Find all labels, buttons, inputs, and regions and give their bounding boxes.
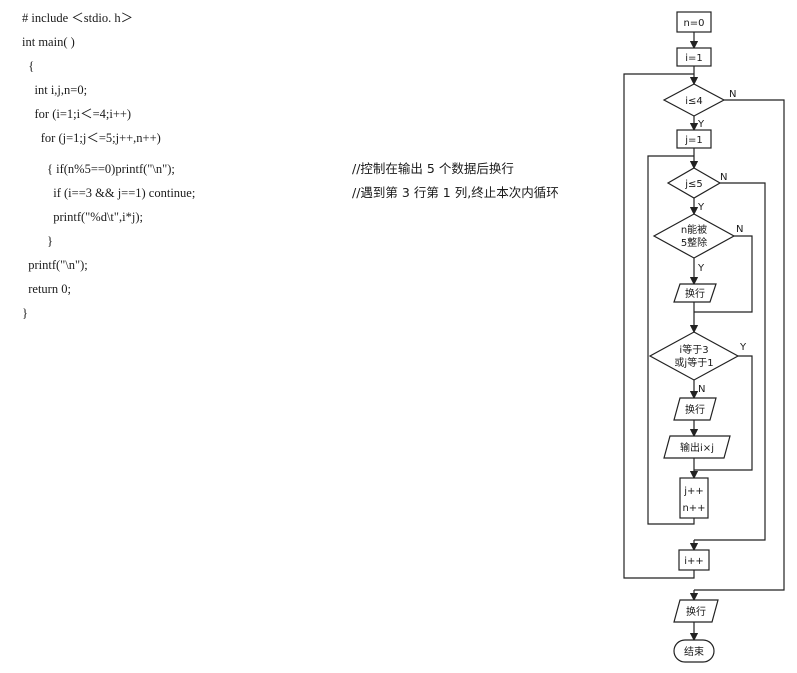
svg-text:输出i×j: 输出i×j	[680, 441, 714, 454]
code-line-inner-for: for (j=1;j＜=5;j++,n++)	[22, 131, 161, 145]
flow-init-i: i=1	[676, 47, 712, 67]
svg-text:j++: j++	[683, 486, 704, 497]
code-line-printf: printf("%d\t",i*j);	[22, 210, 143, 224]
svg-text:i≤4: i≤4	[685, 96, 703, 107]
flow-label-skip-no: N	[698, 384, 705, 395]
svg-text:或j等于1: 或j等于1	[674, 356, 713, 369]
flow-end: 结束	[673, 639, 715, 663]
svg-text:i++: i++	[684, 556, 704, 567]
flow-connectors	[623, 32, 785, 642]
code-line-return: return 0;	[22, 282, 71, 296]
svg-text:n=0: n=0	[683, 18, 704, 29]
flow-label-skip-yes: Y	[739, 342, 747, 353]
svg-text:n++: n++	[682, 503, 705, 514]
svg-text:j≤5: j≤5	[684, 179, 703, 190]
svg-text:i等于3: i等于3	[679, 343, 708, 356]
svg-text:i=1: i=1	[685, 53, 703, 64]
code-line-outer-for: for (i=1;i＜=4;i++)	[22, 107, 132, 121]
code-line-include: # include ＜stdio. h＞	[22, 11, 134, 25]
flow-newline-final: 换行	[673, 599, 719, 623]
svg-text:换行: 换行	[686, 605, 706, 618]
code-line-if-newline: { if(n%5==0)printf("\n");	[22, 162, 175, 176]
svg-text:结束: 结束	[684, 645, 704, 658]
flow-cond-divisible: n能被 5整除	[652, 213, 736, 259]
flow-output: 输出i×j	[663, 435, 731, 459]
svg-text:j=1: j=1	[684, 135, 703, 146]
code-line-main: int main( )	[22, 35, 75, 49]
svg-text:换行: 换行	[685, 287, 705, 300]
flow-label-div-yes: Y	[697, 263, 705, 274]
flow-cond-j: j≤5	[666, 167, 722, 199]
flow-init-n: n=0	[676, 11, 712, 33]
flow-label-i-no: N	[729, 89, 736, 100]
code-line-close-inner: }	[22, 234, 53, 248]
flow-label-j-no: N	[720, 172, 727, 183]
code-line-close-brace: }	[22, 306, 28, 320]
flow-newline-1: 换行	[673, 283, 717, 303]
code-line-open-brace: {	[22, 59, 35, 73]
comment-continue-explanation: //遇到第 3 行第 1 列,终止本次内循环	[352, 185, 559, 200]
code-line-declaration: int i,j,n=0;	[22, 83, 88, 97]
flow-label-j-yes: Y	[697, 202, 705, 213]
flow-init-j: j=1	[676, 129, 712, 149]
flow-label-i-yes: Y	[697, 119, 705, 130]
flow-increment-i: i++	[678, 549, 710, 571]
flow-increment-jn: j++ n++	[679, 477, 709, 519]
svg-text:换行: 换行	[685, 403, 705, 416]
flow-cond-skip: i等于3 或j等于1	[648, 331, 740, 381]
flow-label-div-no: N	[736, 224, 743, 235]
flow-cond-i: i≤4	[662, 83, 726, 117]
code-line-final-printf: printf("\n");	[22, 258, 88, 272]
svg-text:n能被: n能被	[681, 223, 707, 236]
code-line-continue: if (i==3 && j==1) continue;	[22, 186, 196, 200]
svg-text:5整除: 5整除	[681, 236, 707, 249]
flow-newline-2: 换行	[673, 397, 717, 421]
comment-newline-control: //控制在输出 5 个数据后换行	[352, 161, 514, 176]
